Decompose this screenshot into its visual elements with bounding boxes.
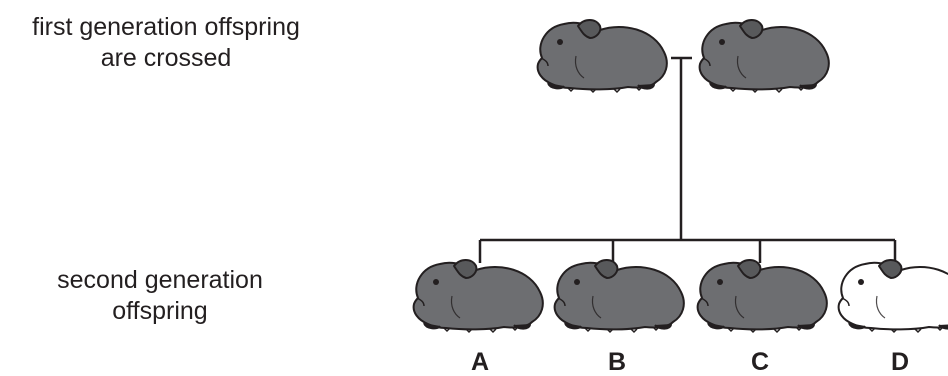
offspring-d-guinea-pig-icon (837, 259, 948, 333)
first-generation-label-line1: first generation offspring (32, 13, 300, 41)
first-generation-label-line2: are crossed (100, 44, 232, 72)
parent-guinea-pig-1-icon (536, 19, 668, 93)
first-generation-label: first generation offspring are crossed (0, 12, 332, 74)
offspring-letter-c: C (751, 348, 769, 376)
second-generation-label-line2: offspring (112, 297, 208, 325)
offspring-a-guinea-pig-icon (412, 259, 544, 333)
parent-guinea-pig-2-icon (698, 19, 830, 93)
offspring-letter-a: A (471, 348, 489, 376)
offspring-b-guinea-pig-icon (553, 259, 685, 333)
offspring-letter-b: B (608, 348, 626, 376)
pedigree-lines (478, 56, 897, 263)
second-generation-label: second generation offspring (20, 265, 300, 327)
second-generation-label-line1: second generation (57, 266, 263, 294)
offspring-c-guinea-pig-icon (696, 259, 828, 333)
offspring-letter-d: D (891, 348, 909, 376)
